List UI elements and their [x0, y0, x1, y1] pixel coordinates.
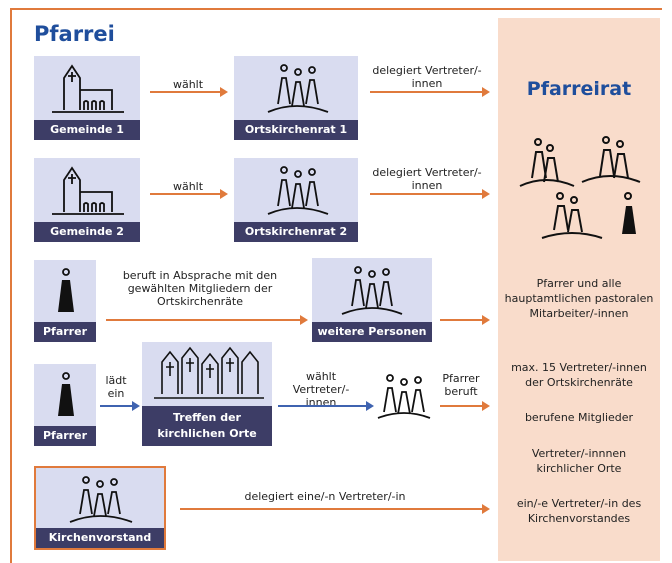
ortskirchenrat-1-label: Ortskirchenrat 1: [234, 120, 358, 140]
weitere-personen-label: weitere Personen: [312, 322, 432, 342]
frame: [10, 8, 662, 563]
delegiert-kv-label: delegiert eine/-n Vertreter/-in: [244, 490, 406, 503]
priest-icon: [58, 372, 74, 416]
pfarreirat-people-icon: [519, 136, 641, 239]
member-kirchenvorstand: ein/-e Vertreter/-in des Kirchenvorstand…: [516, 497, 642, 525]
people-icon: [69, 476, 133, 523]
ortskirchenrat-2-box: Ortskirchenrat 2: [234, 158, 358, 242]
pfarrer-2-box: Pfarrer: [34, 364, 96, 446]
kirchenvorstand-box: Kirchenvorstand: [34, 466, 166, 550]
pfarreirat-title: Pfarreirat: [526, 78, 632, 100]
kirchenvorstand-label: Kirchenvorstand: [36, 528, 164, 548]
laedt-ein-label: lädt ein: [105, 374, 127, 400]
treffen-label: Treffen der kirchlichen Orte: [142, 406, 272, 446]
waehlt-1-label: wählt: [172, 78, 204, 91]
waehlt-2-label: wählt: [172, 180, 204, 193]
priest-icon: [58, 268, 74, 312]
gemeinde-1-label: Gemeinde 1: [34, 120, 140, 140]
pfarrer-1-box: Pfarrer: [34, 260, 96, 342]
pfarrer-1-label: Pfarrer: [34, 322, 96, 342]
people-icon: [341, 266, 403, 315]
arrow-delegiert-1: [370, 87, 490, 97]
member-berufene: berufene Mitglieder: [524, 411, 634, 424]
arrow-pfarrer-beruft: [440, 401, 490, 411]
church-icon: [52, 64, 124, 113]
church-icon: [52, 166, 124, 215]
gemeinde-2-box: Gemeinde 2: [34, 158, 140, 242]
pfarreirat-panel: [498, 18, 660, 561]
people-icon: [377, 374, 431, 419]
arrow-waehlt-1: [150, 87, 228, 97]
people-icon: [267, 64, 329, 113]
member-hauptamtliche: Pfarrer und alle hauptamtlichen pastoral…: [504, 277, 654, 320]
delegiert-2-label: delegiert Vertreter/-innen: [372, 166, 482, 192]
people-icon: [267, 166, 329, 215]
beruft-label: beruft in Absprache mit den gewählten Mi…: [122, 269, 278, 308]
arrow-waehlt-vertreter: [278, 401, 374, 411]
ortskirchenrat-2-label: Ortskirchenrat 2: [234, 222, 358, 242]
gemeinde-1-box: Gemeinde 1: [34, 56, 140, 140]
arrow-delegiert-2: [370, 189, 490, 199]
ortskirchenrat-1-box: Ortskirchenrat 1: [234, 56, 358, 140]
arrow-waehlt-2: [150, 189, 228, 199]
member-ortskirchenraete: max. 15 Vertreter/-innen der Ortskirchen…: [511, 361, 647, 389]
pfarrer-beruft-label: Pfarrer beruft: [442, 372, 480, 398]
page-title: Pfarrei: [34, 22, 115, 46]
delegiert-1-label: delegiert Vertreter/-innen: [372, 64, 482, 90]
member-kirchliche-orte: Vertreter/-innnen kirchlicher Orte: [531, 447, 627, 475]
arrow-beruft: [106, 315, 308, 325]
waehlt-vertreter-label: wählt Vertreter/-innen: [292, 370, 350, 409]
treffen-box: Treffen der kirchlichen Orte: [142, 342, 272, 446]
pfarrer-2-label: Pfarrer: [34, 426, 96, 446]
arrow-weitere: [440, 315, 490, 325]
arrow-delegiert-kv: [180, 504, 490, 514]
weitere-personen-box: weitere Personen: [312, 258, 432, 342]
arrow-laedt-ein: [100, 401, 140, 411]
churches-icon: [154, 346, 264, 399]
gemeinde-2-label: Gemeinde 2: [34, 222, 140, 242]
